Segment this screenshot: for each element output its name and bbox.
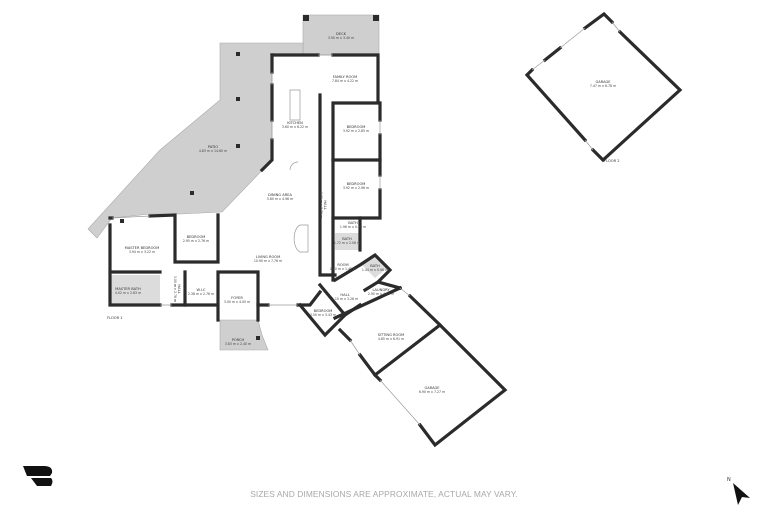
brand-logo: [23, 466, 53, 486]
room-dimensions: 3.60 m x 6.22 m: [282, 125, 308, 129]
room-dimensions: 4.85 m x 6.91 m: [378, 337, 404, 341]
bath-floor: [335, 233, 360, 250]
room-dimensions: 7.47 m x 6.78 m: [590, 84, 616, 88]
room-name: HALL: [340, 293, 349, 297]
room-dimensions: 1.72 m x 2.06 m: [334, 241, 360, 245]
room-dimensions: 2.95 m x 2.76 m: [183, 239, 209, 243]
room-name: BEDROOM: [187, 235, 206, 239]
room-dimensions: 3.50 m x 3.43 m: [310, 313, 336, 317]
master-bath-floor: [110, 275, 160, 305]
room-name: DINING AREA: [268, 193, 292, 197]
room-dimensions: 10.90 m x 7.76 m: [254, 259, 282, 263]
room-name: PATIO: [208, 145, 218, 149]
room-dimensions: 2.90 m x 4.60 m: [368, 292, 394, 296]
room-name: BATH: [370, 264, 380, 268]
room-dimensions: 3.94 m x 3.22 m: [129, 250, 155, 254]
room-dimensions: 3.00 m x 4.00 m: [224, 300, 250, 304]
room-dimensions: 3.92 m x 2.96 m: [343, 186, 369, 190]
room-name: FAMILY ROOM: [333, 75, 357, 79]
floor-1-label: FLOOR 1: [107, 316, 123, 320]
room-dimensions: 3.00 m x 2.76 m: [173, 276, 177, 302]
room-dimensions: 1.10 m x 3.26 m: [332, 297, 358, 301]
room-name: MASTER BATH: [115, 287, 141, 291]
room-name: BATH: [342, 237, 352, 241]
deck-area: [302, 14, 380, 56]
room-label: W.I.C2.38 m x 2.76 m: [188, 288, 214, 296]
room-dimensions: 4.02 m x 2.83 m: [115, 291, 141, 295]
disclaimer-text: SIZES AND DIMENSIONS ARE APPROXIMATE, AC…: [250, 489, 518, 499]
room-dimensions: 3.00 m x 7.76 m: [319, 192, 323, 218]
porch-area: [219, 319, 269, 351]
room-name: LIVING ROOM: [256, 255, 280, 259]
room-dimensions: 1.40 m x 1.45 m: [330, 267, 356, 271]
outdoor-areas: [87, 14, 387, 351]
compass-label: N: [727, 477, 731, 483]
room-name: MASTER BEDROOM: [125, 246, 160, 250]
room-name: BEDROOM: [347, 125, 366, 129]
floor-2-openings: [531, 21, 621, 151]
room-name: PORCH: [232, 338, 245, 342]
room-name: GARAGE: [595, 80, 611, 84]
room-dimensions: 3.92 m x 2.85 m: [343, 129, 369, 133]
room-name: ROOM: [337, 263, 348, 267]
room-dimensions: 3.90 m x 3.40 m: [328, 36, 354, 40]
walls-floor-1: [108, 53, 508, 448]
room-name: KITCHEN: [287, 121, 303, 125]
room-dimensions: 6.90 m x 7.27 m: [419, 390, 445, 394]
room-name: GARAGE: [424, 386, 440, 390]
room-dimensions: 5.80 m x 4.98 m: [267, 197, 293, 201]
room-name: W.I.C: [197, 288, 206, 292]
room-dimensions: 2.38 m x 2.76 m: [188, 292, 214, 296]
room-dimensions: 1.44 m x 0.96 m: [362, 268, 388, 272]
posts: [120, 15, 379, 340]
north-arrow-icon: N: [727, 477, 750, 505]
room-dimensions: 3.83 m x 2.40 m: [225, 342, 251, 346]
room-name: HALL: [323, 200, 327, 209]
room-name: DECK: [336, 32, 347, 36]
room-dimensions: 1.96 m x 0.76 m: [340, 225, 366, 229]
room-dimensions: 4.83 m x 14.60 m: [199, 149, 227, 153]
room-name: SITTING ROOM: [378, 333, 405, 337]
room-dimensions: 7.84 m x 4.22 m: [332, 79, 358, 83]
windows-and-doors: [111, 54, 421, 426]
room-name: LAUNDRY: [372, 288, 390, 292]
room-name: HALL: [177, 284, 181, 293]
room-name: BEDROOM: [347, 182, 366, 186]
walls-floor-2: [524, 11, 683, 163]
floor-2-label: FLOOR 2: [604, 159, 620, 163]
room-name: FOYER: [231, 296, 243, 300]
room-name: BATH: [348, 221, 358, 225]
room-name: BEDROOM: [314, 309, 333, 313]
